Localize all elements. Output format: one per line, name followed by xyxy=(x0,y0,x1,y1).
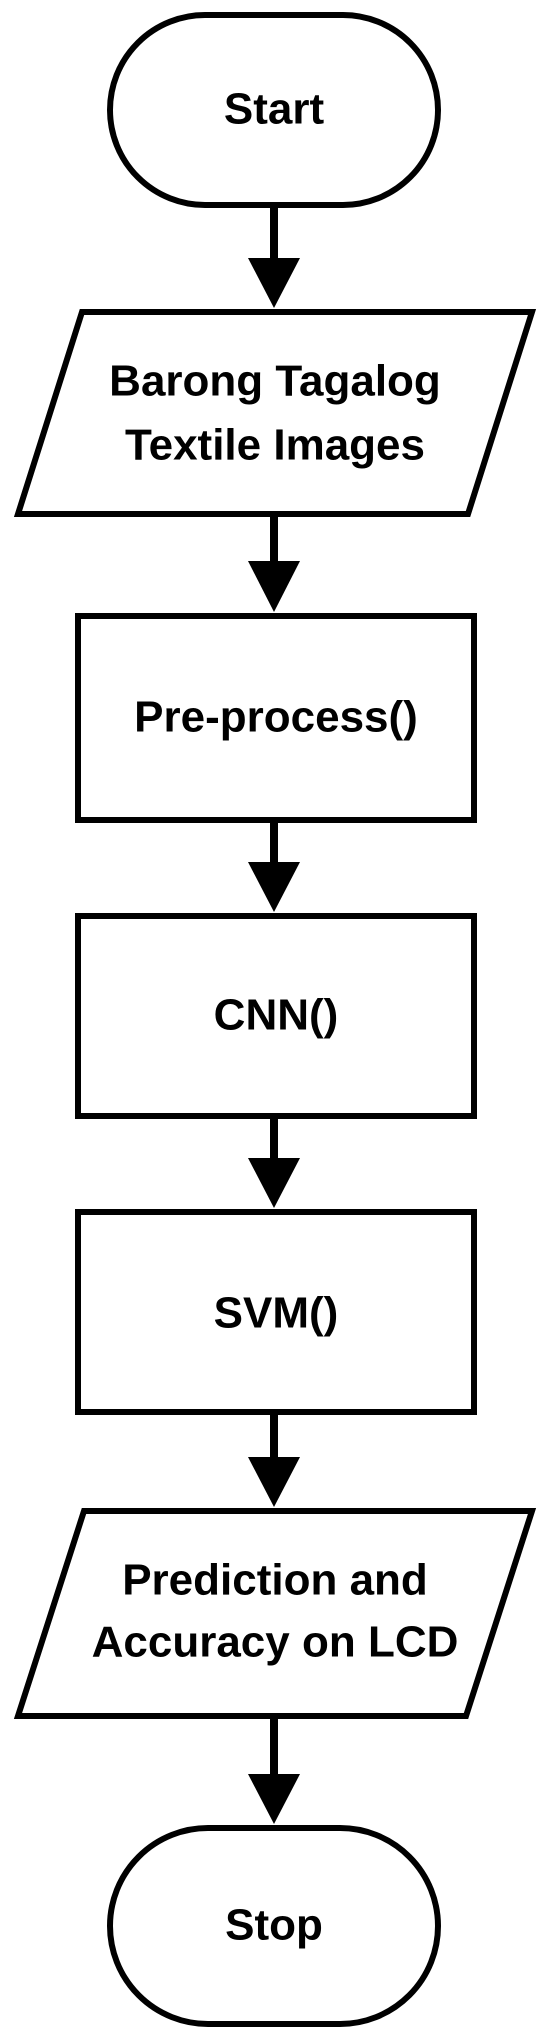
connector-start-to-input xyxy=(248,205,300,308)
preprocess-process-node: Pre-process() xyxy=(75,613,477,823)
connector-preprocess-to-cnn xyxy=(248,820,300,912)
connector-svm-to-output xyxy=(248,1412,300,1507)
start-terminator: Start xyxy=(107,12,441,208)
connector-output-to-stop xyxy=(248,1716,300,1824)
connector-cnn-to-svm xyxy=(248,1116,300,1208)
input-label-line-1: Barong Tagalog xyxy=(109,357,441,406)
output-label-line-1: Prediction and xyxy=(122,1556,428,1605)
input-label-line-2: Textile Images xyxy=(125,421,425,470)
preprocess-label: Pre-process() xyxy=(134,693,418,742)
stop-terminator: Stop xyxy=(107,1825,441,2027)
stop-label: Stop xyxy=(225,1901,323,1950)
cnn-process-node: CNN() xyxy=(75,913,477,1119)
cnn-label: CNN() xyxy=(214,991,339,1040)
output-data-node: Prediction and Accuracy on LCD xyxy=(13,1508,537,1719)
output-label-line-2: Accuracy on LCD xyxy=(92,1618,459,1667)
start-label: Start xyxy=(224,85,325,134)
connector-input-to-preprocess xyxy=(248,514,300,612)
input-data-node: Barong Tagalog Textile Images xyxy=(13,309,537,517)
svm-process-node: SVM() xyxy=(75,1209,477,1415)
svm-label: SVM() xyxy=(214,1289,339,1338)
